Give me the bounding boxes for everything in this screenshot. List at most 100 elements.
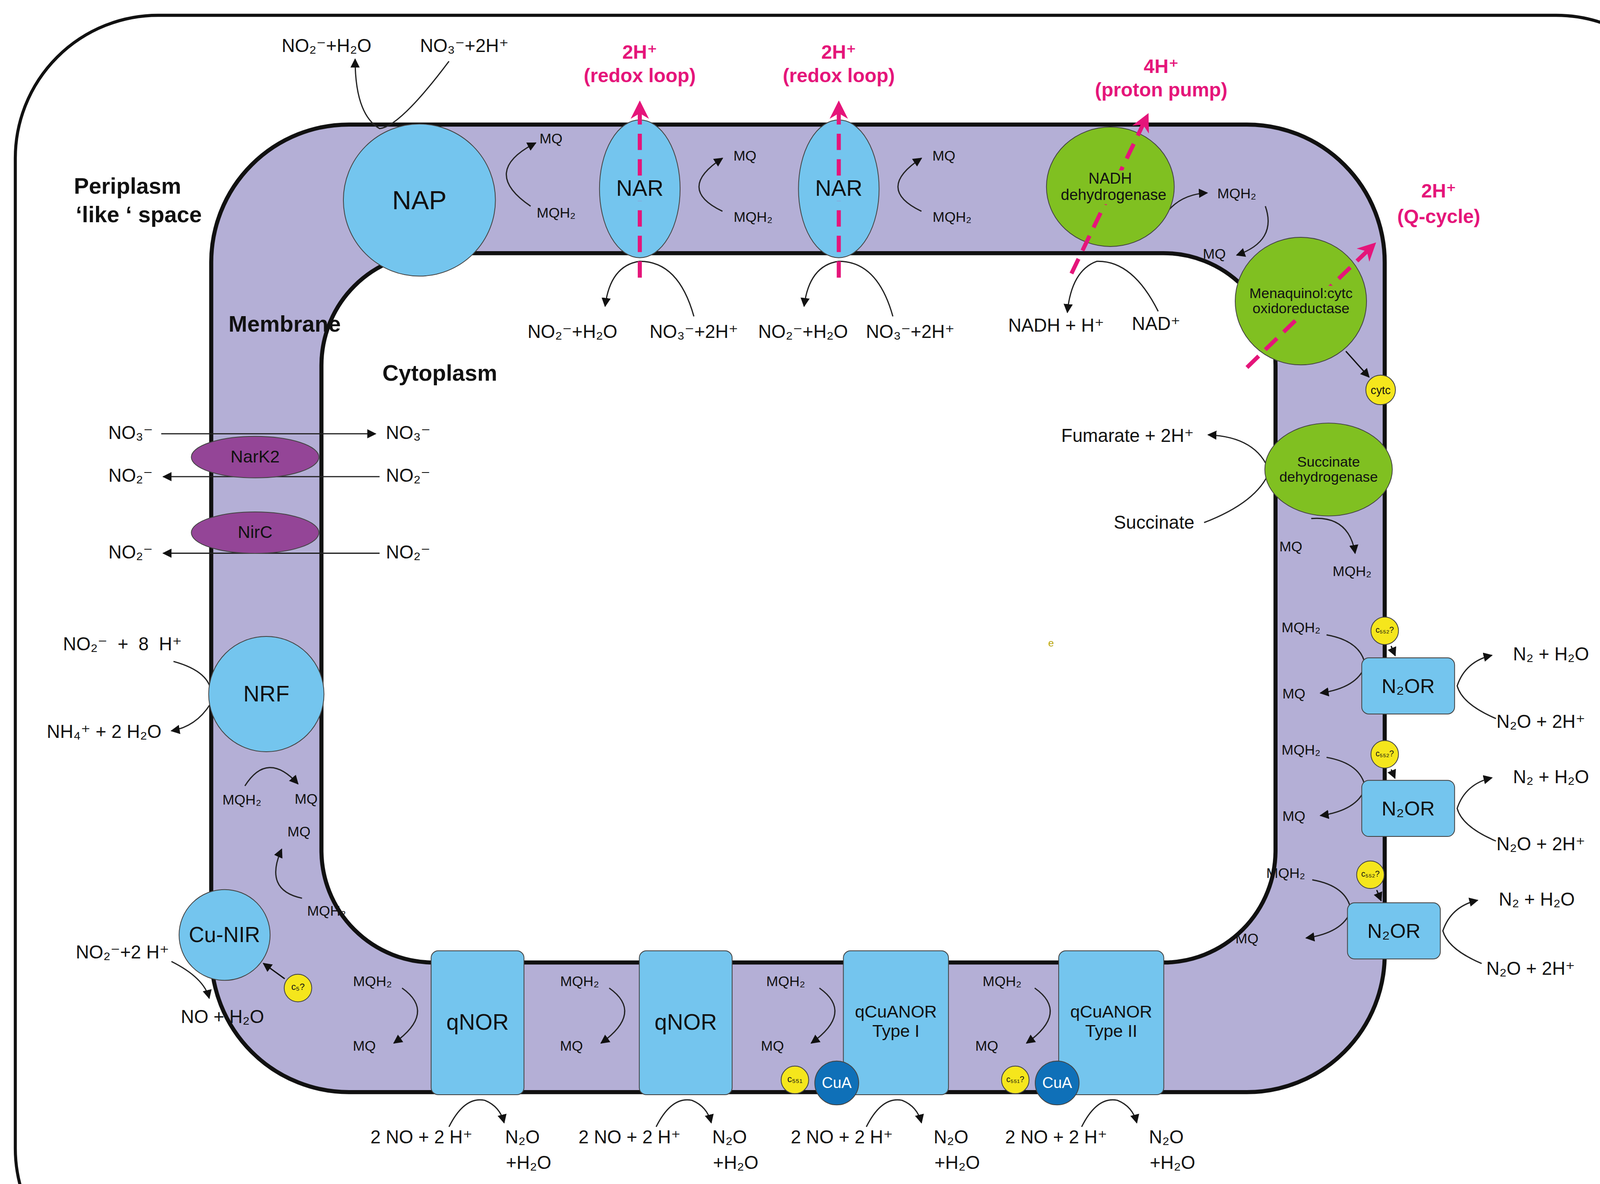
electron-transfer-arrow: [1391, 769, 1395, 779]
proton-label: (redox loop): [583, 65, 696, 88]
formula-label: NO₂⁻ + 8 H⁺: [62, 635, 182, 656]
formula-label: N₂O + 2H⁺: [1496, 712, 1586, 733]
formula-label: NAD⁺: [1132, 314, 1181, 335]
cytochrome: c₅₅₁?: [1000, 1065, 1030, 1095]
formula-label: NH₄⁺ + 2 H₂O: [46, 722, 162, 743]
respiratory-complex: NADH dehydrogenase: [1045, 126, 1175, 247]
proton-label: 4H⁺: [1143, 56, 1180, 78]
respiratory-complex: Succinate dehydrogenase: [1264, 422, 1393, 517]
quinone-label: MQH₂: [560, 974, 600, 990]
formula-label: NO₂⁻+H₂O: [758, 322, 848, 343]
quinone-label: MQH₂: [932, 209, 972, 226]
formula-label: N₂ + H₂O: [1513, 767, 1590, 788]
protein-name: c₅₅₁: [785, 1075, 805, 1086]
formula-label: NO₂⁻: [108, 542, 154, 564]
formula-label: NO₂⁻: [386, 466, 431, 487]
formula-label: +H₂O: [1149, 1153, 1195, 1174]
protein-outline: [639, 950, 733, 1095]
formula-label: N₂O: [933, 1127, 969, 1149]
quinone-label: MQH₂: [982, 974, 1022, 990]
formula-label: NO₂⁻+H₂O: [527, 322, 618, 343]
quinone-label: MQ: [287, 823, 311, 840]
electron-transfer-arrow: [263, 963, 285, 980]
quinone-label: MQH₂: [1281, 742, 1321, 759]
quinone-label: MQH₂: [222, 792, 262, 808]
protein-name: CuA: [1040, 1074, 1075, 1092]
protein-name: c₅₅₂?: [1373, 626, 1397, 636]
drawing-stroke: [355, 59, 450, 129]
quinone-label: MQH₂: [1281, 619, 1321, 636]
drawing-stroke: [244, 767, 299, 787]
quinone-label: MQ: [1279, 539, 1303, 555]
protein-name: NAR: [614, 176, 666, 202]
quinone-label: MQH₂: [1266, 865, 1306, 882]
drawing-stroke: [1246, 244, 1374, 368]
quinone-label: MQ: [539, 130, 563, 147]
formula-label: NO₂⁻+2 H⁺: [75, 943, 170, 964]
formula-label: NO₃⁻+2H⁺: [420, 36, 509, 58]
drawing-stroke: [161, 433, 376, 435]
drawing-stroke: [1311, 518, 1356, 554]
cytochrome: c₅?: [283, 974, 313, 1003]
formula-label: +H₂O: [934, 1153, 980, 1174]
membrane-band: [211, 124, 1385, 1093]
quinone-label: MQH₂: [733, 209, 773, 226]
formula-label: N₂ + H₂O: [1513, 645, 1590, 666]
protein-outline: [1264, 423, 1393, 517]
drawing-stroke: [506, 142, 536, 207]
electron-transfer-arrow: [1391, 646, 1396, 656]
formula-label: Succinate: [1113, 513, 1195, 534]
formula-label: NO₂⁻: [108, 466, 154, 487]
region-label: Cytoplasm: [382, 361, 498, 387]
drawing-stroke: [1236, 206, 1269, 256]
membrane-enzyme: qNOR: [638, 950, 733, 1096]
region-label: ‘like ‘ space: [75, 202, 203, 228]
electron-transfer-arrow: [1376, 890, 1382, 901]
formula-label: 2 NO + 2 H⁺: [790, 1127, 893, 1149]
drawing-stroke: [637, 103, 642, 278]
protein-name: N₂OR: [1379, 797, 1437, 820]
protein-outline: [1001, 1066, 1030, 1094]
quinone-label: MQH₂: [766, 974, 806, 990]
periplasmic-enzyme: NAP: [342, 123, 497, 277]
protein-name: N₂OR: [1365, 919, 1423, 943]
formula-label: N₂O: [1148, 1127, 1184, 1149]
formula-label: N₂O: [712, 1127, 748, 1149]
protein-outline: [1361, 780, 1455, 837]
quinone-label: MQ: [932, 148, 956, 164]
protein-name: NirC: [235, 523, 275, 543]
membrane-enzyme: N₂OR: [1361, 657, 1456, 715]
protein-outline: [208, 636, 325, 752]
proton-label: 2H⁺: [622, 42, 658, 64]
drawing-stroke: [275, 849, 303, 899]
periplasmic-enzyme: Cu-NIR: [178, 888, 271, 981]
quinone-label: MQ: [1282, 808, 1306, 825]
drawing-stroke: [1306, 880, 1482, 964]
protein-name: NAP: [389, 185, 449, 215]
protein-outline: [814, 1061, 859, 1106]
protein-outline: [1361, 657, 1455, 715]
formula-label: NO₂⁻+H₂O: [281, 36, 372, 58]
proton-label: (proton pump): [1095, 80, 1228, 102]
protein-outline: [1046, 127, 1175, 247]
protein-name: Succinate dehydrogenase: [1275, 453, 1382, 486]
reaction-arrows: [161, 59, 1497, 1127]
formula-label: 2 NO + 2 H⁺: [578, 1127, 681, 1149]
protein-name: NAR: [812, 176, 865, 202]
quinone-label: MQH₂: [536, 205, 576, 221]
formula-label: NO₃⁻+2H⁺: [649, 322, 738, 343]
protein-name: N₂OR: [1379, 674, 1437, 698]
protein-outline: [191, 511, 319, 554]
formula-label: N₂O + 2H⁺: [1486, 959, 1576, 980]
transporter: NarK2: [190, 436, 320, 479]
formula-label: NO₃⁻: [385, 423, 431, 445]
quinone-label: MQH₂: [353, 974, 393, 990]
protein-outline: [1371, 617, 1399, 645]
region-label: Membrane: [228, 312, 341, 338]
quinone-label: MQ: [294, 791, 318, 807]
formula-label: NADH + H⁺: [1007, 316, 1104, 337]
membrane-enzyme: qCuANOR Type I: [842, 950, 949, 1096]
